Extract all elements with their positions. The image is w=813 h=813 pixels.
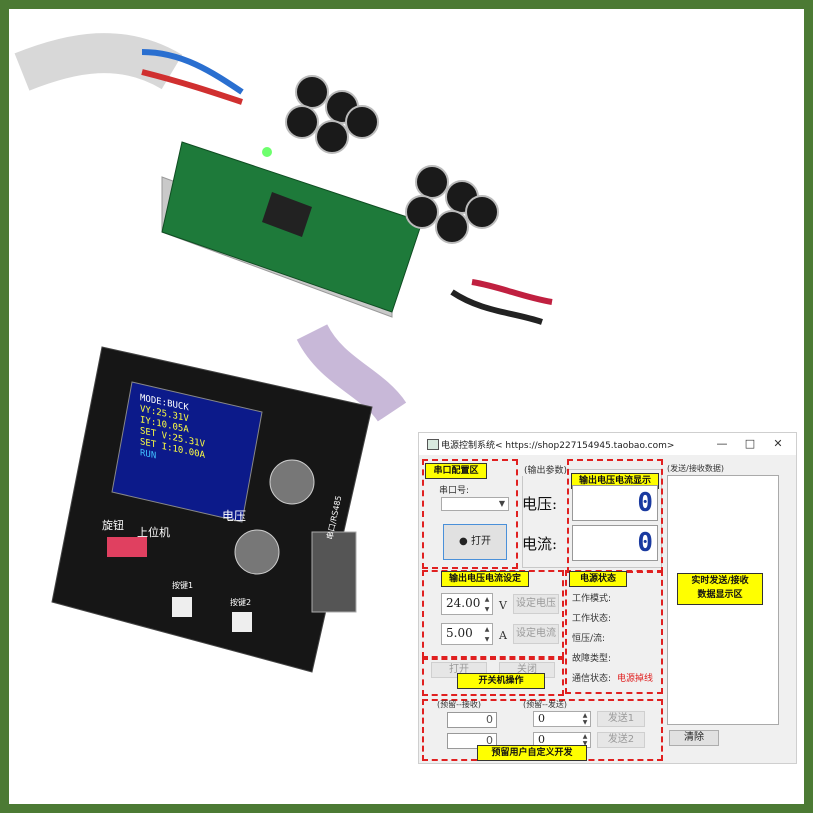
send-button-2[interactable]: 发送2 <box>597 732 645 748</box>
maximize-button[interactable]: □ <box>744 437 756 450</box>
current-setting-value: 5.00 <box>446 626 473 640</box>
work-status-label: 工作状态: <box>572 614 612 624</box>
recv-value-1: 0 <box>486 713 493 726</box>
spin-up-icon[interactable]: ▲ <box>484 626 490 633</box>
set-voltage-button[interactable]: 设定电压 <box>513 594 559 614</box>
output-group-title: (输出参数) <box>522 463 570 476</box>
serial-config-region <box>422 459 518 569</box>
set-current-button[interactable]: 设定电流 <box>513 624 559 644</box>
current-label: 电流: <box>522 535 558 553</box>
spin-up-icon[interactable]: ▲ <box>582 712 588 719</box>
setting-tag: 输出电压电流设定 <box>441 571 529 587</box>
window-title: 电源控制系统< https://shop227154945.taobao.com… <box>441 441 675 451</box>
photo-label-voltage: 电压 <box>222 509 247 523</box>
data-tag: 实时发送/接收 数据显示区 <box>677 573 763 605</box>
switch-region <box>422 658 564 696</box>
spin-down-icon[interactable]: ▼ <box>582 740 588 747</box>
lcd-screen-graphic <box>111 381 263 523</box>
recv-value-2: 0 <box>486 734 493 747</box>
serial-config-tag: 串口配置区 <box>425 463 487 479</box>
voltage-label: 电压: <box>522 495 558 513</box>
red-out-wire-graphic <box>471 279 553 305</box>
spin-down-icon[interactable]: ▼ <box>484 606 490 613</box>
red-wire-graphic <box>141 69 243 105</box>
switch-graphic <box>107 537 147 557</box>
data-tag-line1: 实时发送/接收 <box>691 576 749 586</box>
recv-display-1: 0 <box>447 712 497 728</box>
port-select[interactable]: ▼ <box>441 497 509 511</box>
send-group-title: (预留--发送) <box>523 700 568 709</box>
capacitors-graphic <box>285 75 499 244</box>
custom-tag: 预留用户自定义开发 <box>477 745 587 761</box>
work-mode-label: 工作模式: <box>572 594 612 604</box>
open-port-label: 打开 <box>470 536 491 547</box>
data-group-title: (发送/接收数据) <box>667 464 724 473</box>
minimize-button[interactable]: — <box>716 437 728 450</box>
open-port-button[interactable]: ● 打开 <box>443 524 507 560</box>
send-value-2: 0 <box>538 733 545 746</box>
spin-down-icon[interactable]: ▼ <box>582 719 588 726</box>
chip-graphic <box>262 192 312 237</box>
title-bar: 电源控制系统< https://shop227154945.taobao.com… <box>419 433 796 455</box>
photo-label-host: 上位机 <box>137 526 170 539</box>
db9-connector-graphic <box>311 531 357 613</box>
knob-graphic-2 <box>234 529 280 575</box>
spin-down-icon[interactable]: ▼ <box>484 636 490 643</box>
voltage-unit: V <box>499 599 507 612</box>
data-tag-line2: 数据显示区 <box>697 590 743 600</box>
blue-wire-graphic <box>141 49 244 95</box>
cv-cc-label: 恒压/流: <box>572 634 606 644</box>
current-display-value: 0 <box>637 528 653 558</box>
clear-button[interactable]: 清除 <box>669 730 719 746</box>
current-unit: A <box>499 629 507 642</box>
photo-label-key2: 按键2 <box>230 598 252 607</box>
ribbon-cable-graphic <box>296 323 407 423</box>
product-photo: MODE:BUCK VY:25.31V IY:10.05A SET V:25.3… <box>12 12 572 702</box>
lcd-text: MODE:BUCK VY:25.31V IY:10.05A SET V:25.3… <box>140 393 205 473</box>
close-button[interactable]: ✕ <box>773 437 783 450</box>
comm-status-value: 电源掉线 <box>617 674 654 684</box>
current-setting-input[interactable]: 5.00 ▲ ▼ <box>441 623 493 645</box>
send-input-1[interactable]: 0 ▲ ▼ <box>533 711 591 727</box>
send-button-1[interactable]: 发送1 <box>597 711 645 727</box>
photo-label-key1: 按键1 <box>172 581 194 590</box>
button-graphic-2 <box>232 612 252 632</box>
send-value-1: 0 <box>538 712 545 725</box>
spin-up-icon[interactable]: ▲ <box>582 733 588 740</box>
black-wire-graphic <box>450 289 543 325</box>
voltage-display: 0 <box>572 485 658 521</box>
voltage-setting-value: 24.00 <box>446 596 481 610</box>
comm-status-label: 通信状态: <box>572 674 612 684</box>
spin-up-icon[interactable]: ▲ <box>484 596 490 603</box>
switch-tag: 开关机操作 <box>457 673 545 689</box>
fault-type-label: 故障类型: <box>572 654 612 664</box>
voltage-setting-input[interactable]: 24.00 ▲ ▼ <box>441 593 493 615</box>
app-window: 电源控制系统< https://shop227154945.taobao.com… <box>418 432 797 764</box>
voltage-display-value: 0 <box>637 488 653 518</box>
record-dot-icon: ● <box>459 536 468 547</box>
button-graphic-1 <box>172 597 192 617</box>
cable-graphic <box>14 33 183 91</box>
product-photo-graphic <box>14 33 553 673</box>
app-icon <box>427 439 439 450</box>
photo-label-knob: 旋钮 <box>102 519 124 532</box>
port-label: 串口号: <box>439 486 470 496</box>
led-graphic <box>262 147 272 157</box>
chevron-down-icon: ▼ <box>498 499 505 508</box>
recv-group-title: (预留--接收) <box>437 700 482 709</box>
power-state-tag: 电源状态 <box>569 571 627 587</box>
current-display: 0 <box>572 525 658 561</box>
knob-graphic <box>269 459 315 505</box>
